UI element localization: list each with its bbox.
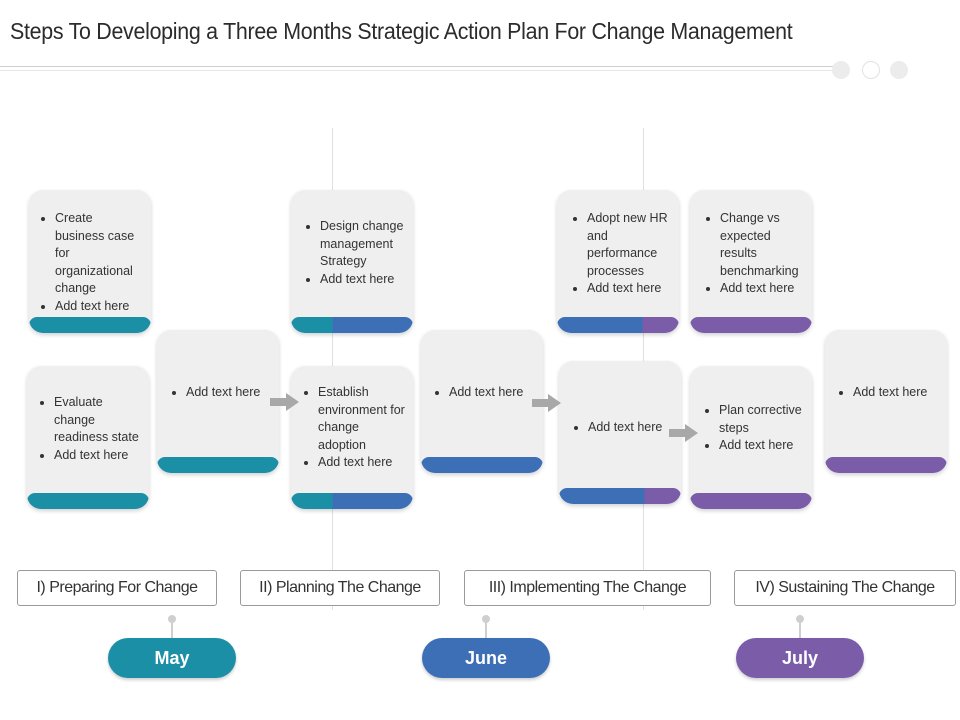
step-card-accent-bar: [690, 317, 812, 333]
step-card-accent-bar: [559, 488, 681, 504]
step-card-bullet: Add text here: [719, 437, 806, 455]
step-card-accent-bar: [27, 493, 149, 509]
step-card-accent-bar: [157, 457, 279, 473]
connector-line: [485, 620, 487, 638]
connector-dot: [168, 615, 176, 623]
step-card-8: Add text here: [559, 361, 681, 504]
decorative-circle-middle: [862, 61, 880, 79]
step-card-6: Add text here: [421, 330, 543, 473]
connector-line: [799, 620, 801, 638]
page-title: Steps To Developing a Three Months Strat…: [10, 18, 793, 44]
decorative-circle-right: [890, 61, 908, 79]
right-arrow-icon: [270, 393, 299, 411]
step-card-2: Evaluate change readiness state Add text…: [27, 366, 149, 509]
step-card-bullet: Add text here: [720, 280, 806, 298]
step-card-accent-bar: [690, 493, 812, 509]
step-card-bullet: Add text here: [320, 271, 407, 289]
step-card-9: Change vs expected results benchmarking …: [690, 190, 812, 333]
phase-box-2: II) Planning The Change: [240, 570, 440, 606]
step-card-bullet: Establish environment for change adoptio…: [318, 384, 407, 454]
phase-box-4: IV) Sustaining The Change: [734, 570, 956, 606]
step-card-bullet: Design change management Strategy: [320, 218, 407, 271]
right-arrow-icon: [669, 424, 698, 442]
step-card-11: Add text here: [825, 330, 947, 473]
step-card-accent-bar: [825, 457, 947, 473]
right-arrow-icon: [532, 394, 561, 412]
step-card-accent-bar: [421, 457, 543, 473]
step-card-bullet: Add text here: [853, 384, 941, 402]
step-card-list: Add text here: [157, 384, 273, 402]
step-card-bullet: Create business case for organizational …: [55, 210, 145, 298]
step-card-7: Adopt new HR and performance processes A…: [557, 190, 679, 333]
step-card-10: Plan corrective steps Add text here: [690, 366, 812, 509]
step-card-bullet: Add text here: [186, 384, 273, 402]
month-pill-may: May: [108, 638, 236, 678]
step-card-bullet: Add text here: [587, 280, 673, 298]
step-card-list: Change vs expected results benchmarking …: [690, 210, 806, 298]
step-card-list: Add text here: [825, 384, 941, 402]
step-card-accent-bar: [291, 317, 413, 333]
connector-dot: [796, 615, 804, 623]
step-card-list: Add text here: [421, 384, 537, 402]
month-pill-july: July: [736, 638, 864, 678]
connector-dot: [482, 615, 490, 623]
step-card-bullet: Add text here: [449, 384, 537, 402]
title-divider-secondary: [0, 70, 840, 71]
step-card-list: Plan corrective steps Add text here: [690, 402, 806, 455]
step-card-bullet: Add text here: [318, 454, 407, 472]
step-card-accent-bar: [291, 493, 413, 509]
step-card-bullet: Add text here: [55, 298, 145, 316]
month-pill-june: June: [422, 638, 550, 678]
step-card-list: Establish environment for change adoptio…: [291, 384, 407, 472]
step-card-5: Establish environment for change adoptio…: [291, 366, 413, 509]
step-card-accent-bar: [557, 317, 679, 333]
title-divider: [0, 66, 840, 67]
step-card-list: Adopt new HR and performance processes A…: [557, 210, 673, 298]
decorative-circle-left: [832, 61, 850, 79]
step-card-3: Add text here: [157, 330, 279, 473]
step-card-bullet: Change vs expected results benchmarking: [720, 210, 806, 280]
step-card-bullet: Add text here: [54, 447, 143, 465]
phase-box-1: I) Preparing For Change: [17, 570, 217, 606]
step-card-1: Create business case for organizational …: [29, 190, 151, 333]
step-card-list: Add text here: [559, 419, 675, 437]
step-card-accent-bar: [29, 317, 151, 333]
step-card-list: Create business case for organizational …: [29, 210, 145, 315]
step-card-list: Design change management Strategy Add te…: [291, 218, 407, 288]
phase-box-3: III) Implementing The Change: [464, 570, 711, 606]
connector-line: [171, 620, 173, 638]
step-card-4: Design change management Strategy Add te…: [291, 190, 413, 333]
step-card-bullet: Plan corrective steps: [719, 402, 806, 437]
step-card-list: Evaluate change readiness state Add text…: [27, 394, 143, 464]
step-card-bullet: Add text here: [588, 419, 675, 437]
step-card-bullet: Evaluate change readiness state: [54, 394, 143, 447]
step-card-bullet: Adopt new HR and performance processes: [587, 210, 673, 280]
